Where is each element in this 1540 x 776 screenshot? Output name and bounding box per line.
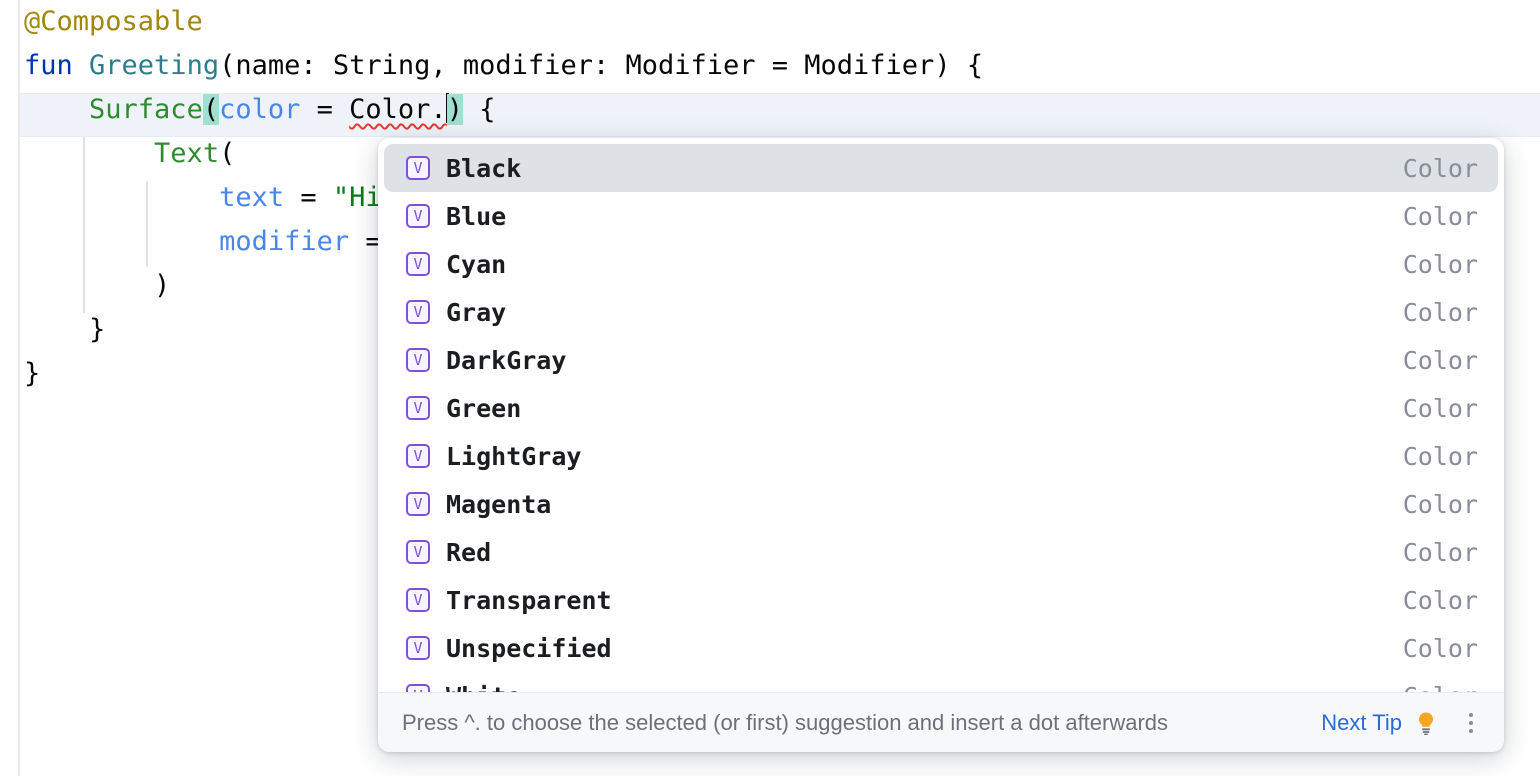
- completion-item-type: Color: [1402, 153, 1478, 183]
- completion-item-type: Color: [1403, 682, 1478, 693]
- kebab-menu-icon[interactable]: [1460, 710, 1482, 736]
- code-line: }: [24, 308, 105, 352]
- code-token: [24, 226, 219, 257]
- completion-item-type: Color: [1402, 489, 1478, 519]
- code-line: fun Greeting(name: String, modifier: Mod…: [24, 44, 983, 88]
- completion-item-blue[interactable]: V Blue Color: [378, 192, 1504, 240]
- indent-guide: [83, 137, 85, 313]
- completion-item-lightgray[interactable]: V LightGray Color: [378, 432, 1504, 480]
- completion-item-red[interactable]: V Red Color: [378, 528, 1504, 576]
- code-token: =: [300, 94, 350, 125]
- completion-item-unspecified[interactable]: V Unspecified Color: [378, 624, 1504, 672]
- property-value-icon: V: [406, 348, 430, 372]
- property-value-icon: V: [406, 396, 430, 420]
- completion-item-label: Red: [446, 537, 492, 567]
- code-token: ): [446, 94, 463, 125]
- code-token: (name: String, modifier: Modifier = Modi…: [219, 50, 984, 81]
- property-value-icon: V: [406, 204, 430, 228]
- completion-item-type: Color: [1402, 297, 1478, 327]
- completion-item-gray[interactable]: V Gray Color: [378, 288, 1504, 336]
- completion-item-label: Cyan: [446, 249, 507, 279]
- completion-item-type: Color: [1402, 537, 1478, 567]
- kebab-dot: [1469, 728, 1473, 733]
- completion-item-label: Gray: [446, 297, 507, 327]
- code-token: [24, 182, 219, 213]
- lightbulb-icon: [1414, 710, 1438, 736]
- completion-item-label: Magenta: [446, 489, 552, 519]
- code-line: @Composable: [24, 0, 203, 44]
- property-value-icon: V: [406, 636, 430, 660]
- property-value-icon: V: [406, 252, 430, 276]
- completion-item-label: Black: [446, 153, 522, 183]
- code-token: (: [202, 94, 220, 125]
- code-line: modifier =: [24, 220, 398, 264]
- code-token: modifier: [219, 226, 350, 257]
- code-line: ): [24, 264, 170, 308]
- code-line: }: [24, 352, 40, 396]
- completion-item-label: White: [446, 682, 1403, 693]
- code-line: text = "Hi,: [24, 176, 398, 220]
- indent-guide: [146, 181, 148, 267]
- property-value-icon: V: [406, 300, 430, 324]
- code-token: Greeting: [89, 50, 220, 81]
- completion-item-label: Green: [446, 393, 522, 423]
- completion-item-label: LightGray: [446, 441, 582, 471]
- tip-message: Press ^. to choose the selected (or firs…: [402, 709, 1169, 735]
- completion-item-black[interactable]: V Black Color: [378, 144, 1504, 192]
- completion-item-darkgray[interactable]: V DarkGray Color: [378, 336, 1504, 384]
- code-token: [24, 94, 89, 125]
- completion-item-label: DarkGray: [446, 345, 567, 375]
- completion-item-type: Color: [1402, 201, 1478, 231]
- current-line-highlight: [20, 93, 1540, 137]
- code-token: Surface: [89, 94, 203, 125]
- code-token: {: [462, 94, 496, 125]
- completion-item-label: Unspecified: [446, 633, 612, 663]
- code-token: }: [24, 314, 106, 345]
- property-value-icon: V: [406, 492, 430, 516]
- property-value-icon: V: [406, 540, 430, 564]
- completion-item-transparent[interactable]: V Transparent Color: [378, 576, 1504, 624]
- completion-item-cyan[interactable]: V Cyan Color: [378, 240, 1504, 288]
- code-line: Surface(color = Color.) {: [24, 88, 495, 132]
- code-token: @Composable: [24, 6, 203, 37]
- code-token: text: [219, 182, 285, 213]
- property-value-icon: V: [406, 156, 430, 180]
- completion-item-magenta[interactable]: V Magenta Color: [378, 480, 1504, 528]
- completion-item-green[interactable]: V Green Color: [378, 384, 1504, 432]
- completion-item-type: Color: [1402, 441, 1478, 471]
- code-token: Text: [154, 138, 220, 169]
- code-token: =: [349, 226, 398, 257]
- code-line: Text(: [24, 132, 235, 176]
- code-token: fun: [24, 50, 90, 81]
- code-token: =: [284, 182, 333, 213]
- code-token: color: [219, 94, 301, 125]
- code-token: [24, 138, 154, 169]
- selection-highlight: [384, 144, 1498, 192]
- completion-item-type: Color: [1402, 249, 1478, 279]
- completion-item-white[interactable]: V WhiteColor: [378, 672, 1504, 692]
- code-token: Color.: [349, 94, 447, 125]
- next-tip-link[interactable]: Next Tip: [1321, 709, 1402, 735]
- completion-item-type: Color: [1402, 345, 1478, 375]
- property-value-icon: V: [406, 588, 430, 612]
- completion-item-type: Color: [1402, 393, 1478, 423]
- code-token: (: [219, 138, 236, 169]
- completion-item-type: Color: [1402, 633, 1478, 663]
- completion-tip-bar: Press ^. to choose the selected (or firs…: [378, 692, 1504, 752]
- completion-item-label: Blue: [446, 201, 507, 231]
- property-value-icon: V: [406, 684, 430, 692]
- property-value-icon: V: [406, 444, 430, 468]
- completion-item-label: Transparent: [446, 585, 612, 615]
- kebab-dot: [1469, 712, 1473, 717]
- code-token: }: [24, 358, 41, 389]
- kebab-dot: [1469, 720, 1473, 725]
- completion-item-type: Color: [1402, 585, 1478, 615]
- editor-gutter-divider: [18, 0, 20, 776]
- code-token: ): [24, 270, 171, 301]
